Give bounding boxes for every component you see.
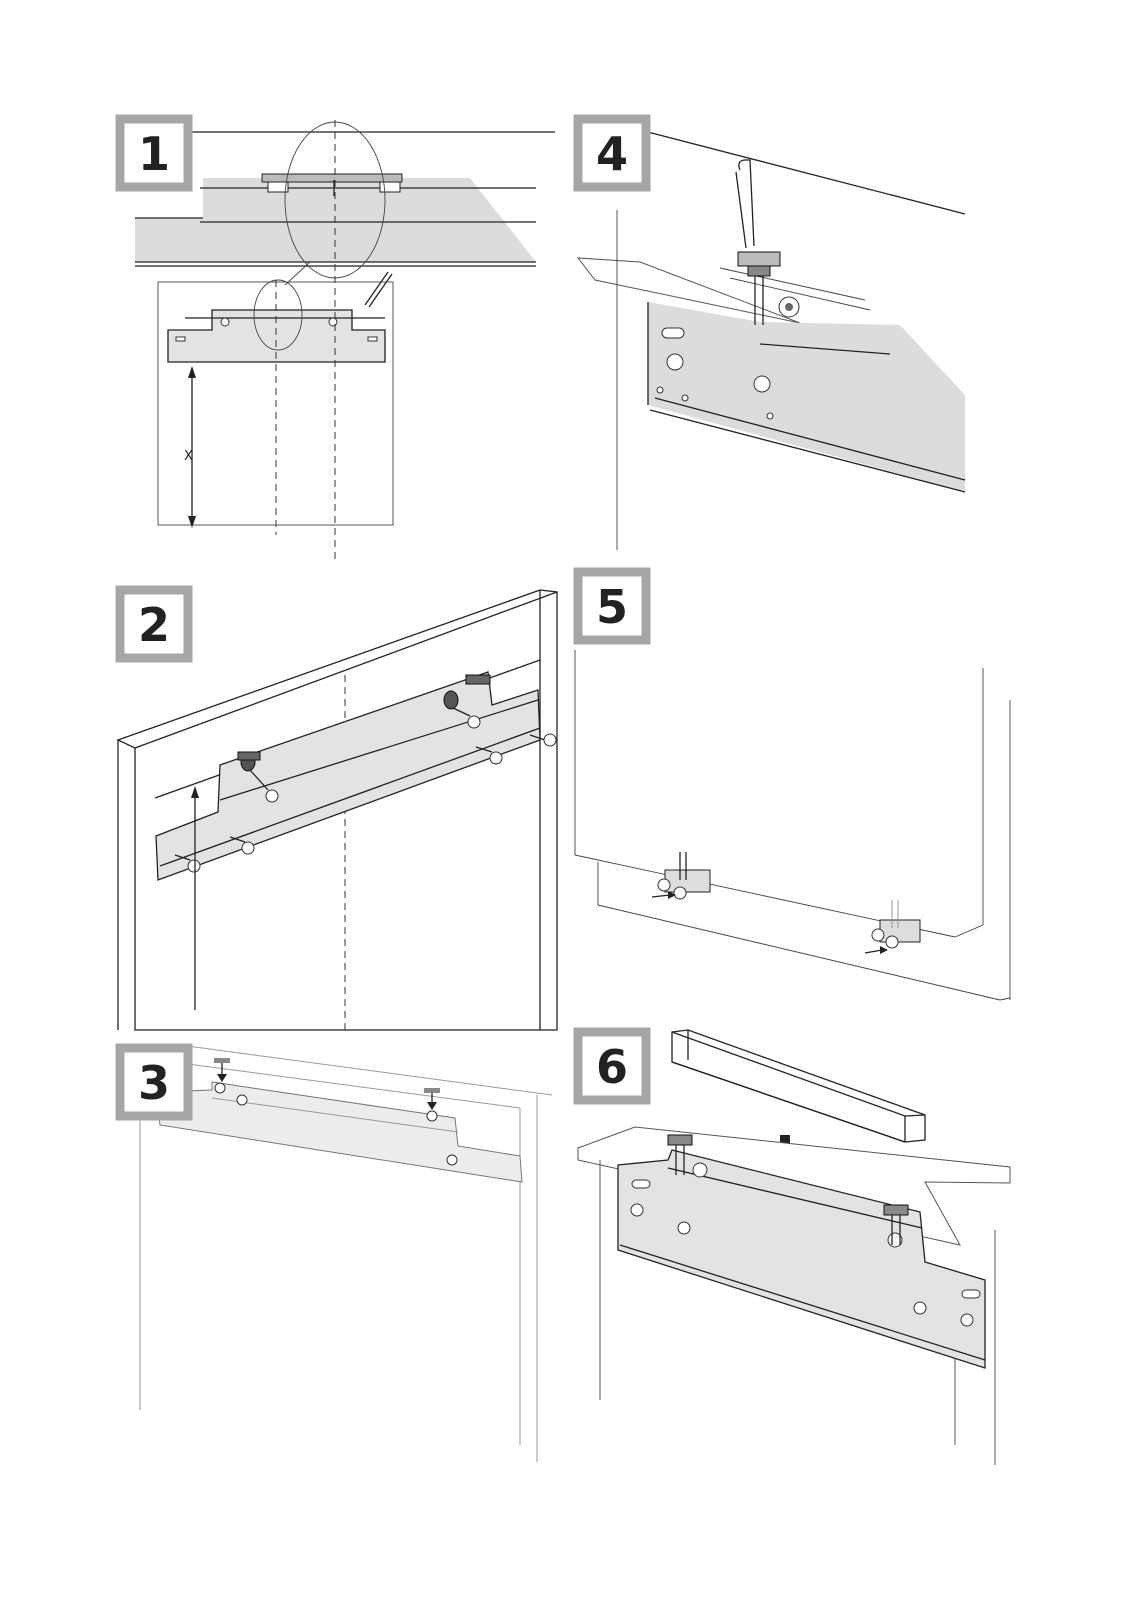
clamp-right <box>865 900 920 954</box>
step-3-panel <box>140 1045 552 1462</box>
dimension-x-label: X <box>184 449 193 464</box>
step-number-1: 1 <box>138 127 170 181</box>
step-badge-6: 6 <box>578 1032 646 1100</box>
step-badge-5: 5 <box>578 572 646 640</box>
step-number-4: 4 <box>596 127 628 181</box>
step-number-6: 6 <box>596 1040 628 1094</box>
clamp-left <box>652 852 710 899</box>
step-badge-2: 2 <box>120 590 188 658</box>
step-number-3: 3 <box>138 1056 170 1110</box>
step-number-2: 2 <box>138 598 170 652</box>
step-badge-4: 4 <box>578 119 646 187</box>
step-4-panel <box>578 130 965 550</box>
step-number-5: 5 <box>596 580 628 634</box>
step-5-panel <box>575 650 1010 1000</box>
step-badge-1: 1 <box>120 119 188 187</box>
step-badge-3: 3 <box>120 1048 188 1116</box>
